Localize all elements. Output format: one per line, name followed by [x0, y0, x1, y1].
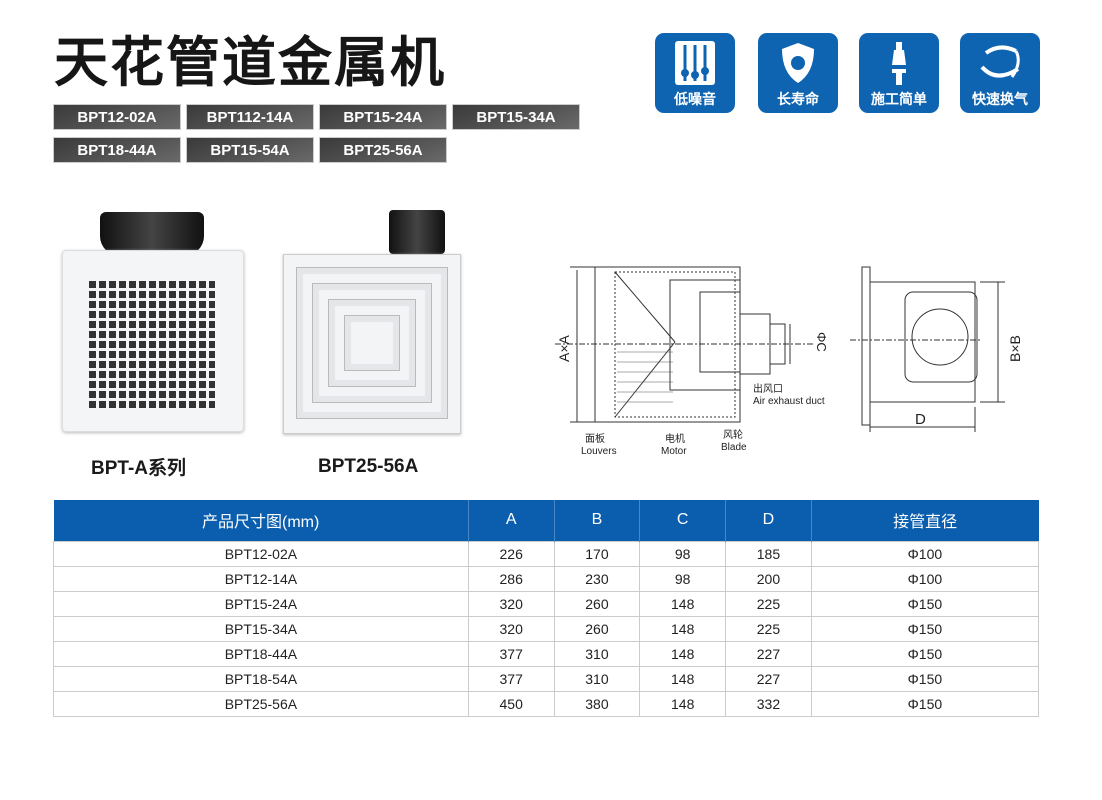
table-cell: 98	[639, 540, 727, 567]
dimension-diagram: A×A ΦC 出风口 Air exhaust duct 面板 Louvers 电…	[555, 266, 829, 457]
table-cell: 225	[725, 615, 812, 642]
table-cell: 185	[725, 540, 812, 567]
table-cell: BPT25-56A	[53, 690, 469, 717]
motor-label-cn: 电机	[665, 432, 685, 445]
table-cell: Φ100	[810, 565, 1040, 592]
blade-label-en: Blade	[721, 442, 747, 453]
table-cell: Φ150	[810, 590, 1040, 617]
feature-low-noise: 低噪音	[655, 33, 735, 113]
feature-label: 快速换气	[972, 91, 1028, 107]
model-tag: BPT15-24A	[319, 104, 447, 130]
product-caption: BPT25-56A	[318, 456, 419, 477]
table-cell: BPT15-24A	[53, 590, 469, 617]
feature-easy-install: 施工简单	[859, 33, 939, 113]
table-cell: 226	[467, 540, 555, 567]
table-cell: 227	[725, 640, 812, 667]
table-cell: 310	[553, 640, 641, 667]
table-cell: BPT15-34A	[53, 615, 469, 642]
column-header: 接管直径	[810, 500, 1039, 541]
equalizer-icon	[675, 41, 715, 85]
feature-label: 低噪音	[674, 91, 716, 107]
table-cell: 148	[639, 640, 727, 667]
feature-fast-ventilation: 快速换气	[960, 33, 1040, 113]
table-cell: Φ150	[810, 690, 1040, 717]
louvers-label-cn: 面板	[585, 432, 605, 445]
airflow-icon	[980, 45, 1020, 78]
product-image-bpt25-56a	[283, 210, 461, 434]
table-cell: 148	[639, 690, 727, 717]
table-cell: 260	[553, 615, 641, 642]
column-header: D	[725, 500, 812, 541]
table-cell: 227	[725, 665, 812, 692]
product-caption: BPT-A系列	[91, 458, 187, 479]
outlet-label-en: Air exhaust duct	[753, 396, 825, 407]
table-cell: BPT18-44A	[53, 640, 469, 667]
dim-d-label: D	[915, 411, 926, 428]
table-cell: 286	[467, 565, 555, 592]
table-cell: 230	[553, 565, 641, 592]
table-cell: 310	[553, 665, 641, 692]
model-tag: BPT12-02A	[53, 104, 181, 130]
column-header: C	[639, 500, 726, 541]
table-cell: 148	[639, 590, 727, 617]
table-cell: 260	[553, 590, 641, 617]
column-header: B	[553, 500, 640, 541]
table-cell: BPT12-02A	[53, 540, 469, 567]
louvers-label-en: Louvers	[581, 446, 617, 457]
page-title: 天花管道金属机	[54, 33, 446, 93]
shield-icon	[782, 43, 814, 83]
table-cell: BPT18-54A	[53, 665, 469, 692]
dim-a-label: A×A	[556, 334, 572, 362]
column-header: 产品尺寸图(mm)	[53, 500, 469, 541]
dim-c-label: ΦC	[814, 332, 829, 352]
table-cell: 320	[467, 590, 555, 617]
table-cell: 148	[639, 615, 727, 642]
feature-label: 施工简单	[871, 91, 927, 107]
table-cell: 450	[467, 690, 555, 717]
table-cell: 225	[725, 590, 812, 617]
model-tag: BPT112-14A	[186, 104, 314, 130]
table-cell: Φ150	[810, 665, 1040, 692]
table-cell: Φ100	[810, 540, 1040, 567]
table-cell: 377	[467, 640, 555, 667]
outlet-label-cn: 出风口	[753, 382, 783, 395]
model-tag: BPT18-44A	[53, 137, 181, 163]
table-cell: 380	[553, 690, 641, 717]
feature-long-life: 长寿命	[758, 33, 838, 113]
table-cell: 377	[467, 665, 555, 692]
table-cell: BPT12-14A	[53, 565, 469, 592]
feature-label: 长寿命	[777, 91, 819, 107]
product-image-bpt-a	[62, 212, 244, 432]
table-cell: Φ150	[810, 640, 1040, 667]
dim-b-label: B×B	[1007, 335, 1023, 362]
table-cell: 148	[639, 665, 727, 692]
screw-icon	[892, 42, 906, 85]
blade-label-cn: 风轮	[723, 428, 743, 441]
table-cell: 170	[553, 540, 641, 567]
table-cell: 98	[639, 565, 727, 592]
motor-label-en: Motor	[661, 446, 687, 457]
column-header: A	[467, 500, 555, 541]
model-tag: BPT15-54A	[186, 137, 314, 163]
side-view-diagram: B×B D	[850, 266, 1023, 432]
model-tag: BPT25-56A	[319, 137, 447, 163]
table-cell: 320	[467, 615, 555, 642]
table-cell: Φ150	[810, 615, 1040, 642]
table-cell: 332	[725, 690, 812, 717]
model-tag: BPT15-34A	[452, 104, 580, 130]
table-cell: 200	[725, 565, 812, 592]
